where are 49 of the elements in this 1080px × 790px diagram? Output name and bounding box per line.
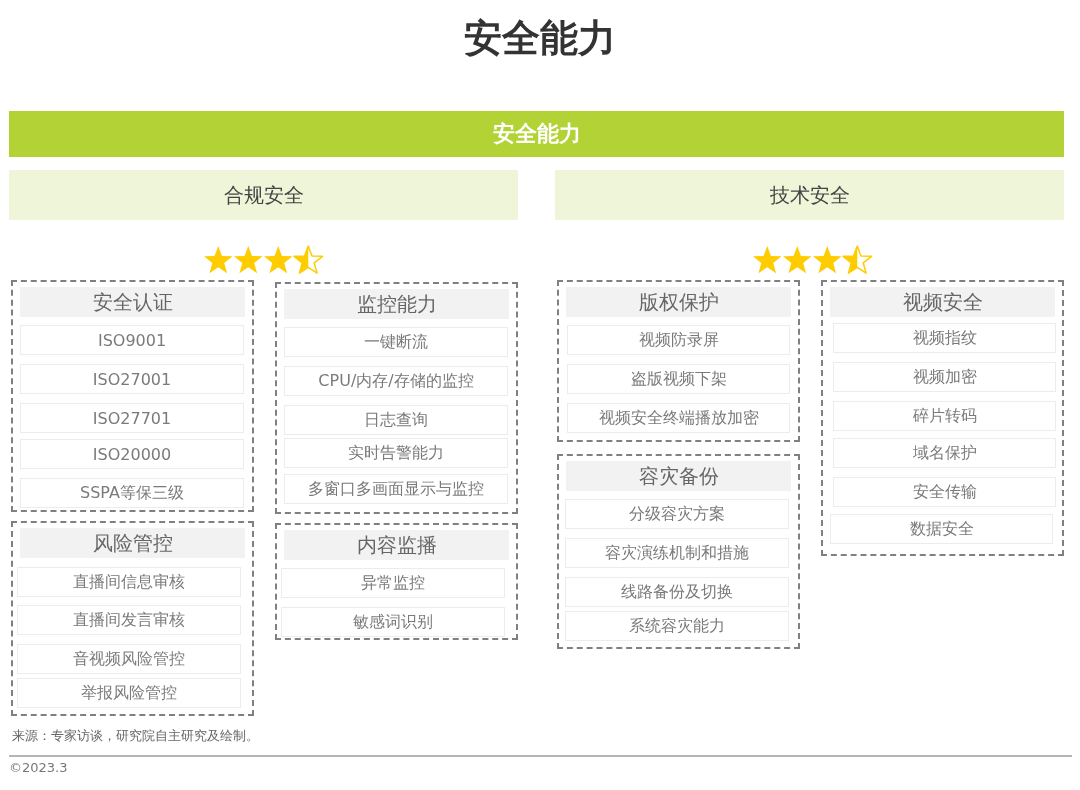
- dashed-group-frame: [275, 282, 518, 514]
- section-header: 视频安全: [830, 287, 1055, 317]
- category-band: 技术安全: [555, 170, 1064, 220]
- section-header: 风险管控: [20, 528, 245, 558]
- feature-box: 盗版视频下架: [567, 364, 790, 394]
- dashed-group-frame: [11, 521, 254, 716]
- feature-box: SSPA等保三级: [20, 478, 244, 508]
- feature-box: 系统容灾能力: [565, 611, 789, 641]
- dashed-group-frame: [821, 280, 1064, 556]
- dashed-group-frame: [275, 523, 518, 640]
- page-title: 安全能力: [464, 15, 616, 62]
- feature-box: ISO20000: [20, 439, 244, 469]
- feature-box: ISO9001: [20, 325, 244, 355]
- feature-box: 数据安全: [830, 514, 1053, 544]
- section-header: 安全认证: [20, 287, 245, 317]
- section-header: 内容监播: [284, 530, 509, 560]
- feature-box: 敏感词识别: [281, 607, 505, 637]
- feature-box: ISO27001: [20, 364, 244, 394]
- feature-box: 举报风险管控: [17, 678, 241, 708]
- feature-box: 视频加密: [833, 362, 1056, 392]
- dashed-group-frame: [557, 280, 800, 442]
- feature-box: CPU/内存/存储的监控: [284, 366, 508, 396]
- feature-box: ISO27701: [20, 403, 244, 433]
- feature-box: 线路备份及切换: [565, 577, 789, 607]
- feature-box: 音视频风险管控: [17, 644, 241, 674]
- feature-box: 多窗口多画面显示与监控: [284, 474, 508, 504]
- feature-box: 实时告警能力: [284, 438, 508, 468]
- category-band: 合规安全: [9, 170, 518, 220]
- section-header: 容灾备份: [566, 461, 791, 491]
- feature-box: 直播间信息审核: [17, 567, 241, 597]
- feature-box: 直播间发言审核: [17, 605, 241, 635]
- feature-box: 视频防录屏: [567, 325, 790, 355]
- title-band: 安全能力: [9, 111, 1064, 157]
- feature-box: 一键断流: [284, 327, 508, 357]
- feature-box: 视频指纹: [833, 323, 1056, 353]
- feature-box: 分级容灾方案: [565, 499, 789, 529]
- feature-box: 日志查询: [284, 405, 508, 435]
- feature-box: 安全传输: [833, 477, 1056, 507]
- dashed-group-frame: [557, 454, 800, 649]
- feature-box: 容灾演练机制和措施: [565, 538, 789, 568]
- copyright-text: ©2023.3: [9, 760, 68, 776]
- source-note: 来源：专家访谈，研究院自主研究及绘制。: [12, 728, 259, 744]
- section-header: 版权保护: [566, 287, 791, 317]
- feature-box: 异常监控: [281, 568, 505, 598]
- dashed-group-frame: [11, 280, 254, 512]
- feature-box: 视频安全终端播放加密: [567, 403, 790, 433]
- feature-box: 碎片转码: [833, 401, 1056, 431]
- section-header: 监控能力: [284, 289, 509, 319]
- feature-box: 域名保护: [833, 438, 1056, 468]
